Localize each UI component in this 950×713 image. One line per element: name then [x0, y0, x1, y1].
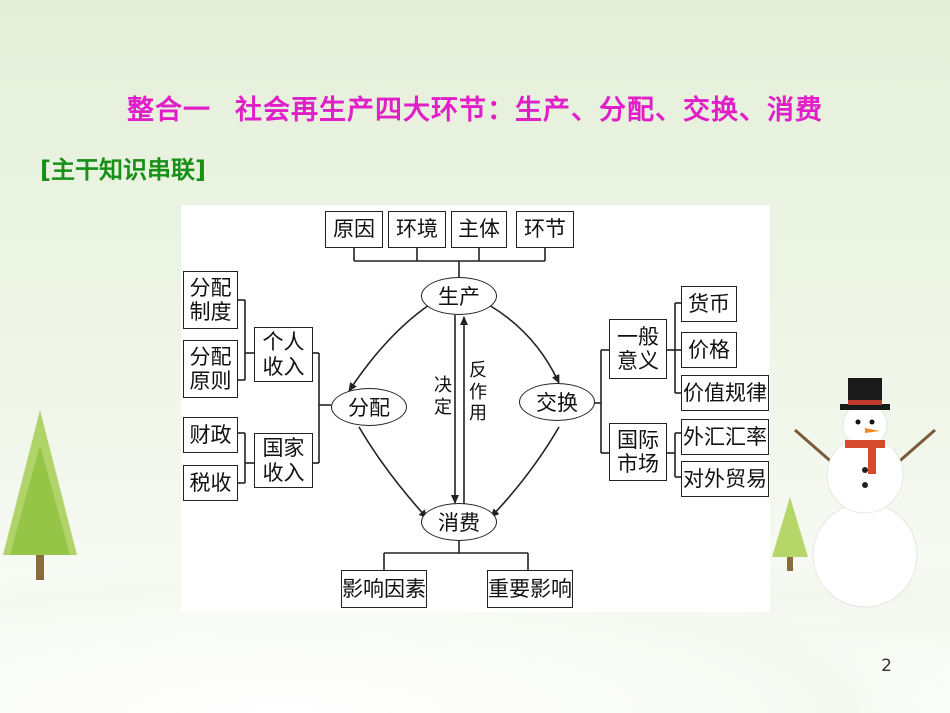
box-distribution-system: 分配制度	[183, 271, 238, 329]
page-number: 2	[881, 656, 892, 676]
box-international-market-text: 国际市场	[617, 427, 659, 476]
box-distribution-principle-text: 分配原则	[189, 344, 232, 393]
section-subtitle: [主干知识串联]	[40, 156, 206, 184]
box-distribution-system-text: 分配制度	[189, 275, 232, 324]
box-exchange-rate: 外汇汇率	[681, 419, 769, 455]
tree-left-decoration	[3, 410, 77, 580]
box-national-income-text: 国家收入	[262, 436, 305, 485]
box-international-market: 国际市场	[609, 423, 667, 481]
box-distribution-principle: 分配原则	[183, 340, 238, 398]
title-part1: 整合一	[127, 95, 211, 126]
box-influencing-factors: 影响因素	[341, 570, 427, 608]
label-react: 反作用	[469, 360, 487, 425]
oval-distribution: 分配	[331, 388, 407, 426]
oval-exchange: 交换	[519, 383, 595, 421]
box-subject: 主体	[451, 211, 507, 248]
box-general-meaning: 一般意义	[609, 319, 667, 379]
box-finance: 财政	[183, 417, 238, 453]
box-environment: 环境	[388, 211, 446, 248]
box-general-meaning-text: 一般意义	[617, 324, 659, 373]
oval-production: 生产	[421, 277, 497, 315]
box-foreign-trade: 对外贸易	[681, 461, 769, 497]
box-price: 价格	[681, 332, 737, 368]
snowman-decoration	[794, 378, 936, 608]
oval-consumption: 消费	[421, 503, 497, 541]
box-reason: 原因	[325, 211, 383, 248]
slide-title: 整合一社会再生产四大环节：生产、分配、交换、消费	[0, 88, 950, 127]
box-national-income: 国家收入	[254, 433, 313, 488]
box-tax: 税收	[183, 465, 238, 501]
box-law-of-value: 价值规律	[681, 375, 769, 411]
box-link: 环节	[516, 211, 574, 248]
label-decide: 决定	[434, 375, 452, 418]
box-important-impact: 重要影响	[487, 570, 573, 608]
knowledge-diagram: 原因 环境 主体 环节 生产 分配 交换 消费 决定 反作用 个人收入 国家收入…	[181, 205, 770, 612]
box-personal-income-text: 个人收入	[262, 330, 305, 379]
title-part2: 社会再生产四大环节：生产、分配、交换、消费	[235, 95, 823, 126]
tree-right-decoration	[772, 497, 808, 571]
box-currency: 货币	[681, 286, 737, 322]
box-personal-income: 个人收入	[254, 327, 313, 382]
